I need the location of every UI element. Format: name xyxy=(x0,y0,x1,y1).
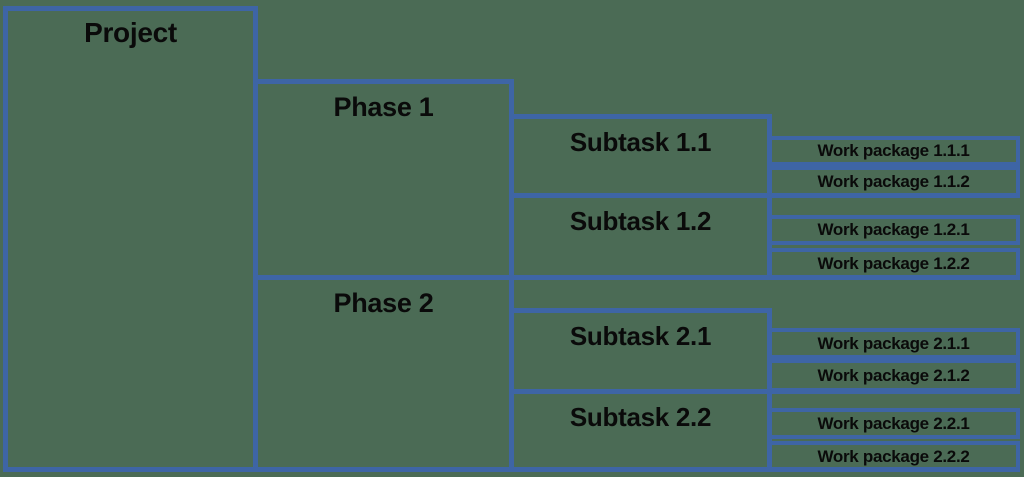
subtask-2-1-box: Subtask 2.1 xyxy=(509,308,772,394)
work-package-1-2-1-label: Work package 1.2.1 xyxy=(817,220,970,239)
work-package-2-1-1-box: Work package 2.1.1 xyxy=(767,328,1020,359)
subtask-1-2-label: Subtask 1.2 xyxy=(569,206,712,236)
work-package-1-1-1-label: Work package 1.1.1 xyxy=(817,141,970,160)
subtask-2-1-label: Subtask 2.1 xyxy=(569,321,712,351)
work-package-1-2-1-box: Work package 1.2.1 xyxy=(767,215,1020,245)
phase-2-label: Phase 2 xyxy=(333,288,434,318)
subtask-2-2-box: Subtask 2.2 xyxy=(509,389,772,472)
work-package-2-1-2-label: Work package 2.1.2 xyxy=(817,365,970,385)
subtask-1-1-label: Subtask 1.1 xyxy=(569,127,712,157)
subtask-2-2-label: Subtask 2.2 xyxy=(569,402,712,432)
subtask-1-1-box: Subtask 1.1 xyxy=(509,114,772,198)
work-package-2-2-2-label: Work package 2.2.2 xyxy=(817,446,970,466)
work-package-2-2-1-box: Work package 2.2.1 xyxy=(767,408,1020,439)
work-package-2-2-1-label: Work package 2.2.1 xyxy=(817,413,970,433)
project-label: Project xyxy=(84,17,177,48)
project-box: Project xyxy=(3,6,258,472)
work-package-1-2-2-label: Work package 1.2.2 xyxy=(817,254,970,273)
work-package-1-1-1-box: Work package 1.1.1 xyxy=(767,136,1020,166)
phase-1-box: Phase 1 xyxy=(253,79,514,280)
phase-1-label: Phase 1 xyxy=(333,92,434,122)
work-package-2-1-1-label: Work package 2.1.1 xyxy=(817,333,970,353)
work-package-2-1-2-box: Work package 2.1.2 xyxy=(767,359,1020,392)
work-package-1-2-2-box: Work package 1.2.2 xyxy=(767,248,1020,280)
work-package-1-1-2-label: Work package 1.1.2 xyxy=(817,171,970,191)
work-package-2-2-2-box: Work package 2.2.2 xyxy=(767,441,1020,472)
phase-2-box: Phase 2 xyxy=(253,275,514,472)
work-package-1-1-2-box: Work package 1.1.2 xyxy=(767,166,1020,197)
subtask-1-2-box: Subtask 1.2 xyxy=(509,193,772,280)
